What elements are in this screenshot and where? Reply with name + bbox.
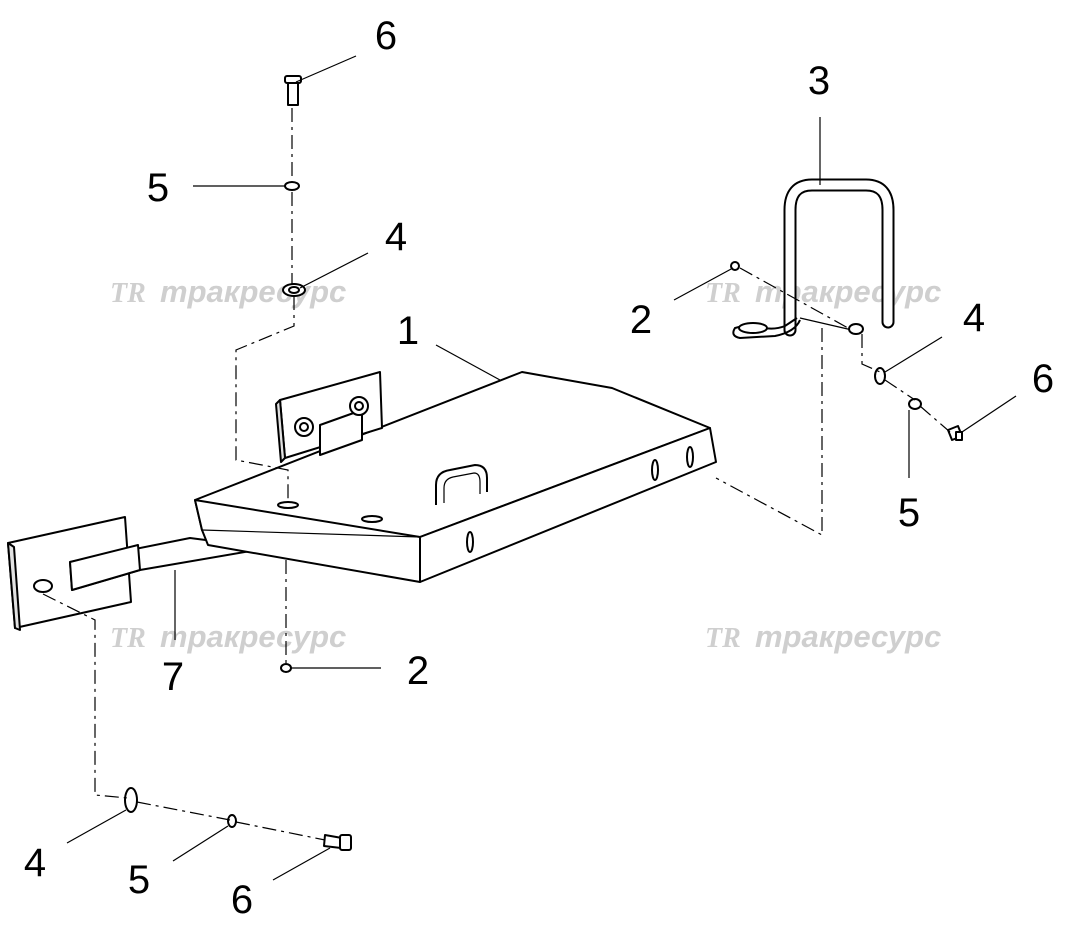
- flat-washer-bottom: [124, 787, 138, 813]
- assembly-lines: [42, 108, 951, 841]
- watermark-top-left: TR тракресурс: [110, 274, 346, 309]
- callout-1: 1: [397, 309, 419, 353]
- flat-washer-right: [874, 367, 886, 385]
- watermark-text: тракресурс: [160, 274, 346, 309]
- callout-5-right: 5: [898, 491, 920, 535]
- callout-2-upper: 2: [630, 298, 652, 342]
- flat-washer-top: [282, 283, 306, 297]
- callout-7: 7: [162, 655, 184, 699]
- watermark-top-right: TR тракресурс: [705, 274, 941, 309]
- watermark-bottom-left: TR тракресурс: [110, 619, 346, 654]
- leader-lines: [66, 55, 1017, 881]
- callout-6-right: 6: [1032, 357, 1054, 401]
- mounting-plate: [275, 371, 383, 463]
- watermark-text: тракресурс: [755, 619, 941, 654]
- watermark-bottom-right: TR тракресурс: [705, 619, 941, 654]
- bolt-bottom: [323, 834, 352, 851]
- watermark-logo: TR: [110, 278, 146, 309]
- bolt-right: [947, 425, 963, 441]
- spring-washer-top: [284, 181, 300, 191]
- bracket-arm: [7, 516, 269, 631]
- callout-5-bottom: 5: [128, 858, 150, 902]
- tray-platform: [194, 371, 717, 583]
- callout-labels: 6 5 4 1 3 2 4 6 5 2 7 4 5 6: [24, 14, 1054, 922]
- spring-washer-right: [908, 398, 922, 410]
- callout-6-bottom: 6: [231, 878, 253, 922]
- callout-3: 3: [808, 59, 830, 103]
- watermark-logo: TR: [705, 623, 741, 654]
- callout-4-bottom: 4: [24, 841, 46, 885]
- callout-5-top: 5: [147, 166, 169, 210]
- watermark-text: тракресурс: [160, 619, 346, 654]
- spring-washer-bottom: [227, 814, 237, 828]
- watermark-logo: TR: [705, 278, 741, 309]
- callout-2-lower: 2: [407, 649, 429, 693]
- callout-6-top: 6: [375, 14, 397, 58]
- u-frame: [732, 178, 895, 340]
- watermark-logo: TR: [110, 623, 146, 654]
- callout-4-right: 4: [963, 296, 985, 340]
- nut-lower: [280, 663, 292, 673]
- callout-4-top: 4: [385, 215, 407, 259]
